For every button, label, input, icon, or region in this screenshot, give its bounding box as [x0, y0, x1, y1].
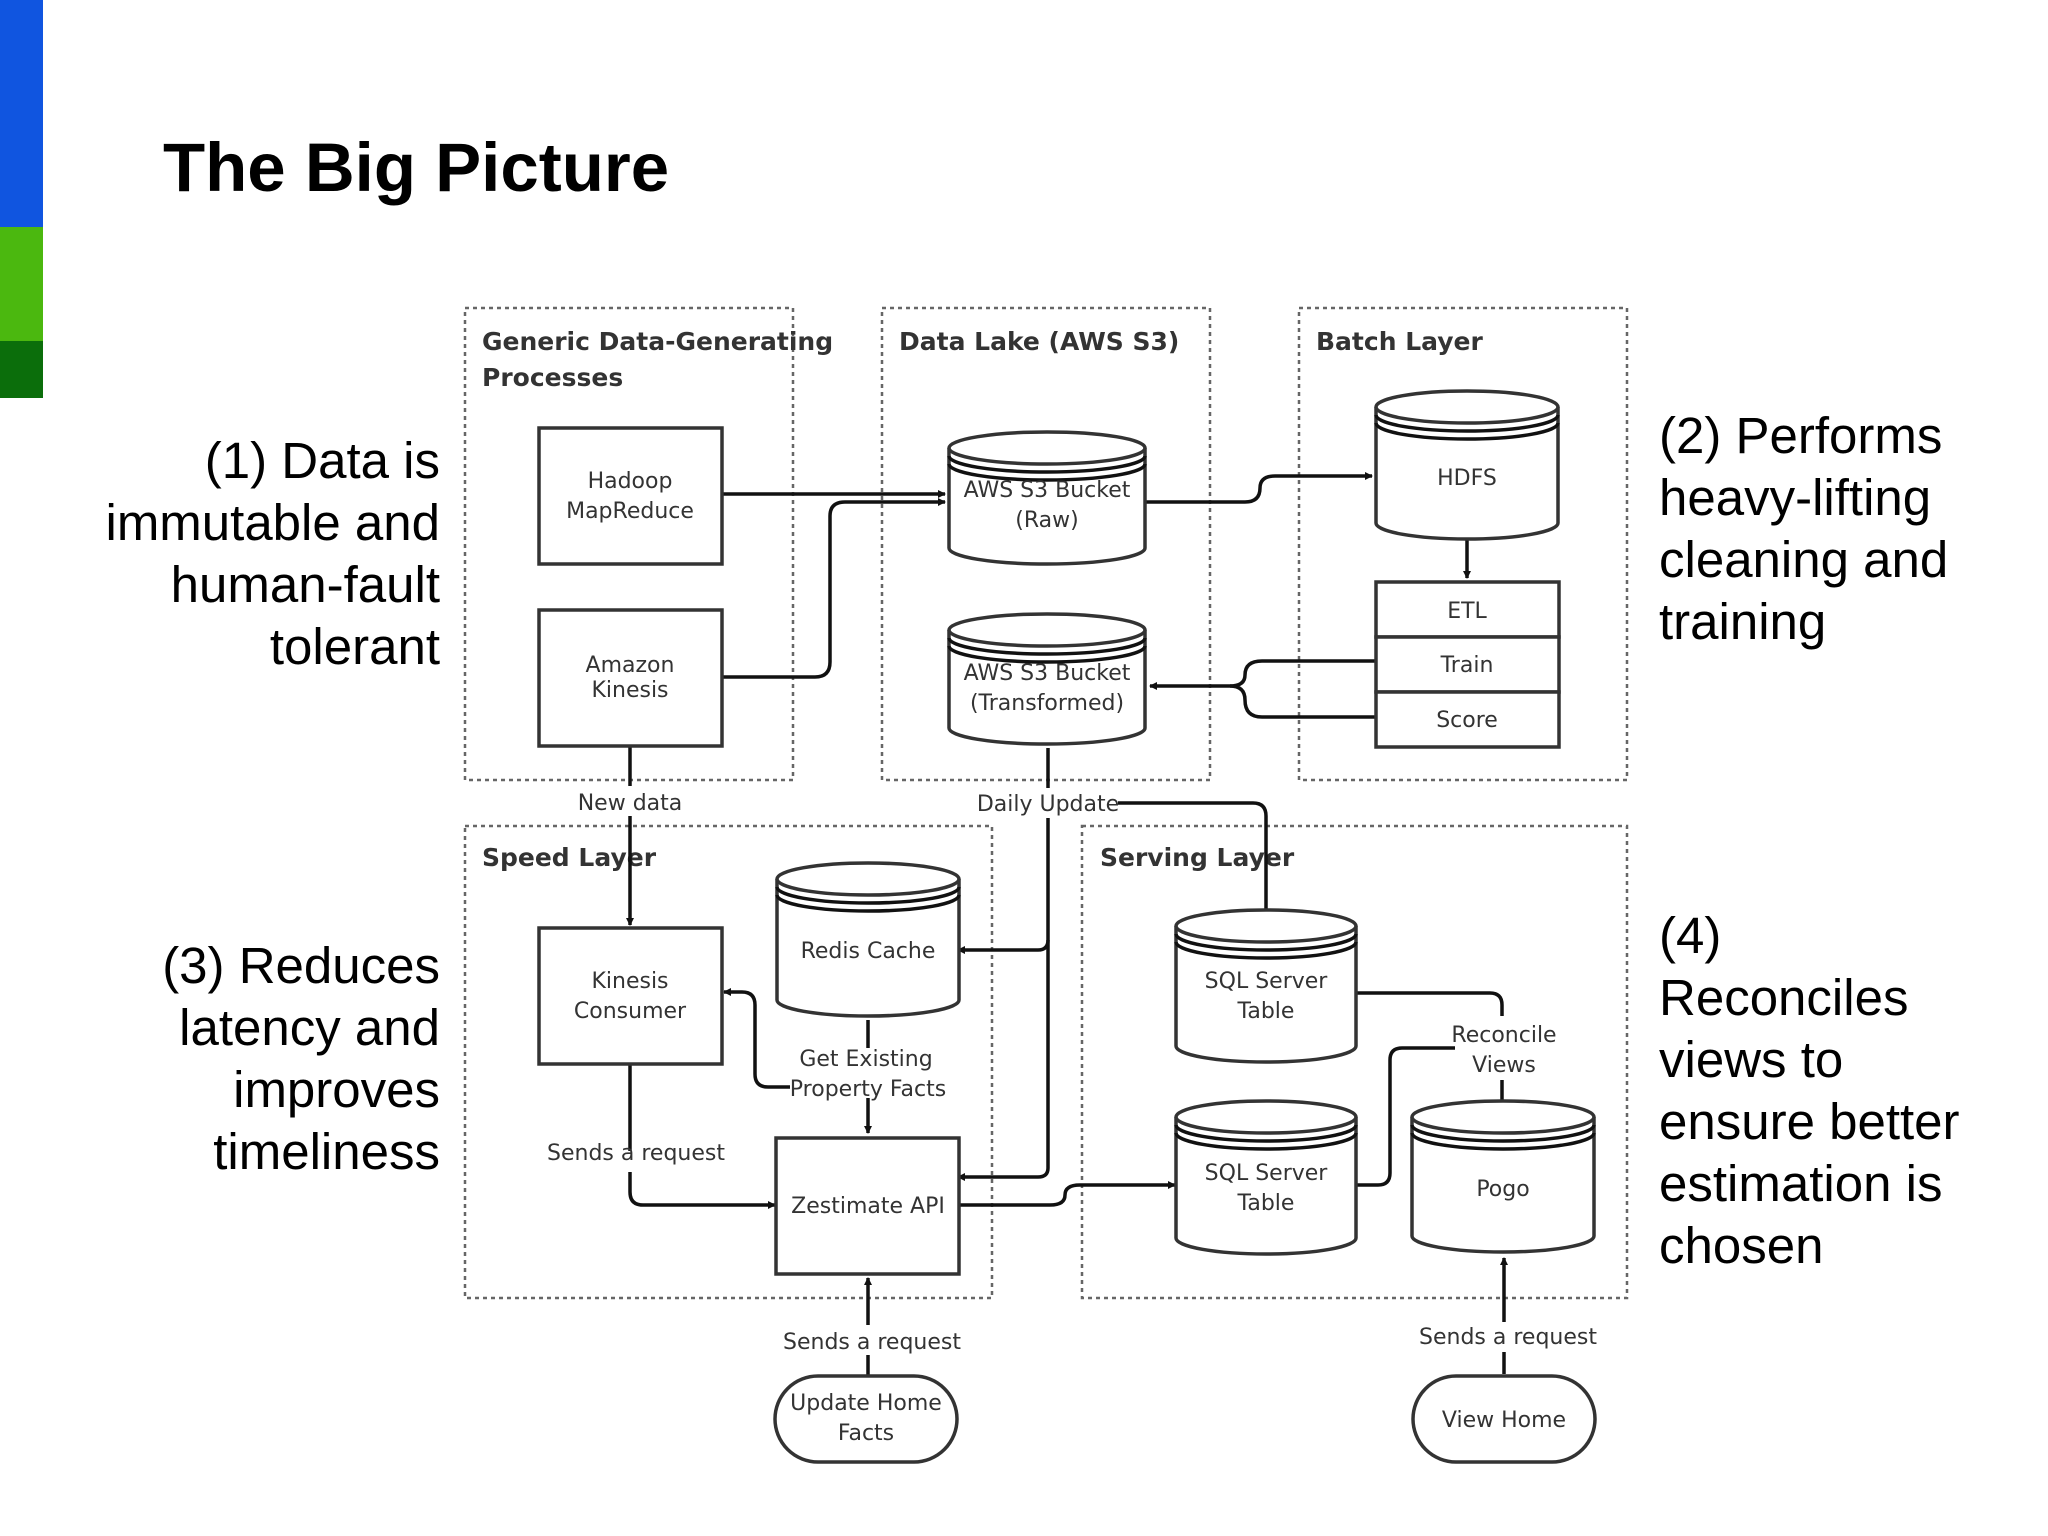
node-score-label: Score	[1436, 708, 1498, 733]
node-score	[1374, 690, 1561, 749]
edge-sends-request-to-zestimate	[628, 1172, 776, 1209]
accent-bar-green	[0, 227, 43, 341]
node-hadoop-label-2: MapReduce	[566, 499, 694, 524]
edge-label-get-existing-2: Property Facts	[790, 1077, 946, 1102]
node-s3-transformed-label-1: AWS S3 Bucket	[964, 661, 1131, 686]
group-data-lake	[880, 306, 1212, 782]
node-hadoop-label-1: Hadoop	[588, 469, 673, 494]
edge-label-sends-request-consumer: Sends a request	[547, 1141, 725, 1166]
edge-label-sends-request-update-home: Sends a request	[783, 1330, 961, 1355]
group-label-data-lake: Data Lake (AWS S3)	[899, 327, 1179, 356]
group-serving-layer	[1080, 824, 1629, 1300]
edge-score-to-s3-transformed	[1229, 684, 1376, 719]
edge-label-daily-update: Daily Update	[977, 792, 1119, 817]
group-speed-layer	[463, 824, 994, 1300]
node-sql-table-2-label-1: SQL Server	[1205, 1161, 1329, 1186]
node-s3-bucket-transformed	[947, 612, 1147, 746]
node-s3-raw-label-2: (Raw)	[1015, 508, 1078, 533]
node-update-home-facts	[773, 1374, 959, 1464]
edge-zestimate-to-sql-table	[957, 1181, 1176, 1207]
node-etl-label: ETL	[1447, 599, 1487, 624]
node-view-home-label: View Home	[1442, 1408, 1566, 1433]
node-sql-table-2-label-2: Table	[1237, 1191, 1295, 1216]
edge-sql-table-1-reconcile	[1357, 991, 1504, 1016]
node-train	[1374, 635, 1561, 694]
annotation-serving: (4) Reconciles views to ensure better es…	[1659, 907, 1960, 1274]
edge-label-new-data: New data	[578, 791, 683, 816]
node-pogo-label: Pogo	[1476, 1177, 1529, 1202]
group-label-batch: Batch Layer	[1316, 327, 1483, 356]
accent-bar-blue	[0, 0, 43, 227]
node-kinesis-label-1: Amazon	[586, 653, 675, 678]
group-label-generic-1: Generic Data-Generating	[482, 327, 833, 356]
edge-sql-table-2-reconcile	[1357, 1046, 1455, 1187]
edge-s3-raw-to-hdfs	[1146, 472, 1373, 504]
node-sql-table-1-label-1: SQL Server	[1205, 969, 1329, 994]
label-bg-new-data	[580, 786, 682, 816]
edge-s3-transformed-daily-update	[957, 748, 1050, 1181]
node-amazon-kinesis	[537, 608, 724, 748]
node-redis-cache	[775, 861, 961, 1018]
node-view-home	[1411, 1374, 1597, 1464]
node-hdfs	[1374, 389, 1560, 541]
node-redis-label: Redis Cache	[801, 939, 936, 964]
edge-label-reconcile-2: Views	[1472, 1053, 1536, 1078]
node-sql-server-table-2	[1174, 1099, 1358, 1256]
node-s3-bucket-raw	[947, 430, 1147, 566]
edge-daily-update-to-sql-table	[1118, 801, 1270, 925]
node-kinesis-consumer-label-1: Kinesis	[591, 969, 668, 994]
group-label-serving: Serving Layer	[1100, 843, 1295, 872]
node-kinesis-label-2: Kinesis	[591, 678, 668, 703]
node-kinesis-consumer-label-2: Consumer	[574, 999, 687, 1024]
node-kinesis-consumer	[537, 926, 724, 1066]
edge-label-get-existing-1: Get Existing	[799, 1047, 932, 1072]
node-sql-table-1-label-2: Table	[1237, 999, 1295, 1024]
accent-bar-dark-green	[0, 341, 43, 398]
group-batch-layer	[1297, 306, 1629, 782]
group-label-speed: Speed Layer	[482, 843, 657, 872]
label-bg-daily-update	[980, 788, 1116, 818]
node-update-home-facts-label-2: Facts	[838, 1421, 894, 1446]
edge-train-to-s3-transformed	[1149, 659, 1376, 690]
node-hdfs-label: HDFS	[1437, 466, 1497, 491]
edge-kinesis-to-s3-raw	[720, 498, 946, 679]
node-sql-server-table-1	[1174, 908, 1358, 1064]
node-s3-raw-label-1: AWS S3 Bucket	[964, 478, 1131, 503]
node-etl	[1374, 580, 1561, 639]
node-zestimate-api-label: Zestimate API	[791, 1194, 945, 1219]
node-update-home-facts-label-1: Update Home	[790, 1391, 942, 1416]
edge-label-sends-request-view-home: Sends a request	[1419, 1325, 1597, 1350]
annotation-batch: (2) Performs heavy-lifting cleaning and …	[1659, 407, 1949, 650]
slide-title: The Big Picture	[163, 129, 670, 206]
edge-get-facts-to-consumer	[723, 988, 790, 1089]
node-hadoop-mapreduce	[537, 426, 724, 566]
node-s3-transformed-label-2: (Transformed)	[970, 691, 1124, 716]
edge-label-reconcile-1: Reconcile	[1451, 1023, 1556, 1048]
node-pogo	[1410, 1099, 1596, 1254]
node-train-label: Train	[1440, 653, 1494, 678]
annotation-immutable: (1) Data is immutable and human-fault to…	[105, 432, 440, 675]
annotation-speed: (3) Reduces latency and improves timelin…	[162, 937, 440, 1180]
edge-to-redis-cache	[957, 939, 1050, 954]
node-zestimate-api	[774, 1136, 961, 1276]
group-label-generic-2: Processes	[482, 363, 623, 392]
